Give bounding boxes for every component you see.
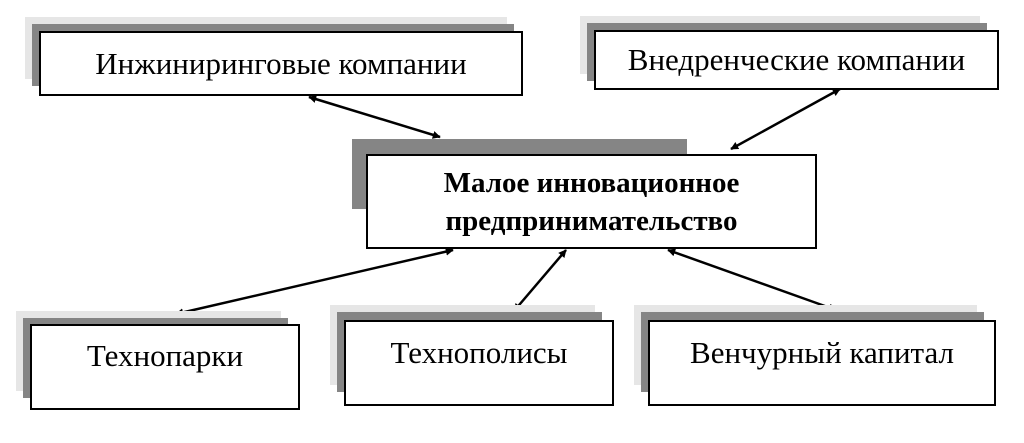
arrow-center-engineering xyxy=(308,95,441,139)
arrow-center-implementing xyxy=(730,87,841,151)
arrow-center-technoparks xyxy=(175,247,454,317)
center-title-line2: предпринимательство xyxy=(445,204,738,237)
center-box: Малое инновационное предпринимательство xyxy=(366,154,817,249)
arrow-center-venture xyxy=(667,248,837,312)
arrow-center-technopolises xyxy=(513,249,567,312)
center-title-line1: Малое инновационное xyxy=(443,166,740,199)
venture-capital-label: Венчурный капитал xyxy=(648,320,996,406)
technoparks-label: Технопарки xyxy=(30,324,300,410)
technopolises-label: Технополисы xyxy=(344,320,614,406)
engineering-companies-label: Инжиниринговые компании xyxy=(39,31,523,96)
implementing-companies-label: Внедренческие компании xyxy=(594,30,999,90)
